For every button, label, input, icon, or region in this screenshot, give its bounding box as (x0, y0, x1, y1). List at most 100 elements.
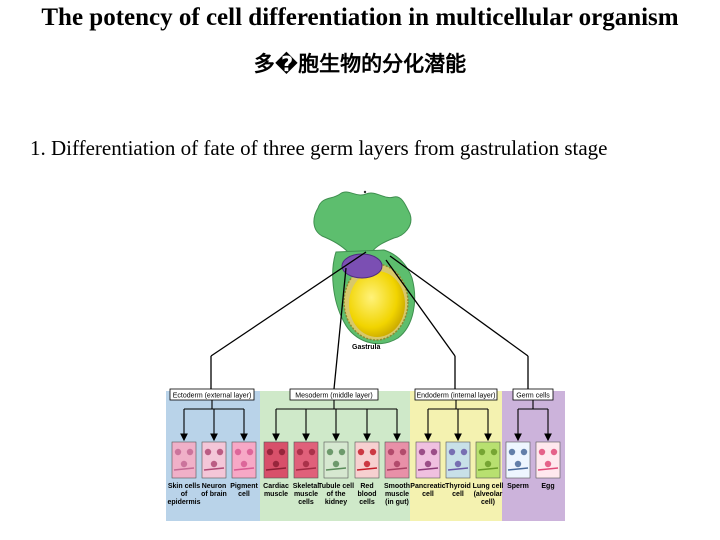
cell-texture (448, 448, 456, 456)
cell-texture (246, 448, 254, 456)
cell-image (354, 441, 380, 479)
cell-texture (550, 448, 558, 456)
cell-texture (308, 448, 316, 456)
cell-image (293, 441, 319, 479)
arrow-head (302, 433, 310, 442)
cell-label: Egg (541, 483, 554, 490)
arrow-head (393, 433, 401, 442)
cell-texture (204, 448, 212, 456)
cell-texture (399, 448, 407, 456)
gastrula-label: Gastrula (352, 344, 381, 351)
arrow-head (363, 433, 371, 442)
cell-texture (357, 448, 365, 456)
cell-label: of (181, 491, 188, 498)
cell-texture (460, 448, 468, 456)
endoderm-header: Endoderm (internal layer) (417, 393, 496, 400)
cell-texture (338, 448, 346, 456)
cell-image (201, 441, 227, 479)
cell-label: (in gut) (385, 499, 409, 506)
cell-label: Smooth (384, 483, 410, 490)
cell-texture (216, 448, 224, 456)
cell-texture (387, 448, 395, 456)
mesoderm-header: Mesoderm (middle layer) (295, 393, 372, 400)
cell-image (475, 441, 501, 479)
cell-texture (447, 467, 469, 471)
cell-label: cell (452, 491, 464, 498)
arrow-head (484, 433, 492, 442)
cell-texture (418, 448, 426, 456)
cell-label: blood (357, 491, 376, 498)
cell-texture (266, 448, 274, 456)
cell-label: Pancreatic (410, 483, 446, 490)
slide-subtitle: 多�胞生物的分化潜能 (253, 52, 467, 76)
cell-texture (538, 448, 546, 456)
cell-label: Cardiac (263, 483, 289, 490)
cell-image (535, 441, 561, 479)
slide-title: The potency of cell differentiation in m… (41, 4, 679, 31)
cell-texture (508, 448, 516, 456)
arrow-head (454, 433, 462, 442)
cell-texture (417, 467, 439, 471)
cell-texture (210, 460, 218, 468)
cell-texture (514, 460, 522, 468)
arrow-head (180, 433, 188, 442)
cell-image (231, 441, 257, 479)
arrow-head (210, 433, 218, 442)
ectoderm-header: Ectoderm (external layer) (173, 393, 252, 400)
cell-texture (537, 467, 559, 471)
cell-label: cells (359, 499, 375, 506)
arrow-head (514, 433, 522, 442)
cell-image (263, 441, 289, 479)
cell-texture (233, 467, 255, 471)
arrow-head (272, 433, 280, 442)
cell-label: kidney (325, 499, 347, 506)
arrow-head (424, 433, 432, 442)
cell-label: epidermis (167, 499, 200, 506)
cell-texture (356, 467, 378, 471)
cell-label: muscle (294, 491, 318, 498)
cell-image (415, 441, 441, 479)
cell-image (323, 441, 349, 479)
cell-label: cell) (481, 499, 495, 506)
cell-texture (240, 460, 248, 468)
cell-texture (478, 448, 486, 456)
cell-texture (369, 448, 377, 456)
cell-label: Lung cell (473, 483, 504, 490)
cell-label: (alveolar (474, 491, 503, 498)
group-headers: Ectoderm (external layer) Mesoderm (midd… (169, 388, 554, 401)
cell-label: cell (238, 491, 250, 498)
arrow-head (332, 433, 340, 442)
cell-texture (544, 460, 552, 468)
cell-label: Neuron (202, 483, 227, 490)
connector-lines (210, 251, 529, 390)
cell-label: Skeletal (293, 483, 320, 490)
cell-texture (477, 467, 499, 471)
cell-texture (296, 448, 304, 456)
cell-label: cell (422, 491, 434, 498)
cell-texture (484, 460, 492, 468)
cell-label: muscle (385, 491, 409, 498)
cell-texture (332, 460, 340, 468)
cell-texture (386, 467, 408, 471)
cell-texture (295, 467, 317, 471)
cell-image (505, 441, 531, 479)
cell-texture (265, 467, 287, 471)
cell-texture (234, 448, 242, 456)
arrow-head (544, 433, 552, 442)
cell-label: Sperm (507, 483, 529, 490)
cell-texture (272, 460, 280, 468)
cell-image (171, 441, 197, 479)
cell-texture (430, 448, 438, 456)
cell-label: Thyroid (445, 483, 471, 490)
cell-texture (203, 467, 225, 471)
cell-texture (278, 448, 286, 456)
cell-label: Skin cells (168, 483, 200, 490)
cell-texture (454, 460, 462, 468)
cell-label: Tubule cell (318, 483, 354, 490)
cell-label: cells (298, 499, 314, 506)
cell-texture (520, 448, 528, 456)
cell-label: muscle (264, 491, 288, 498)
arrow-head (240, 433, 248, 442)
